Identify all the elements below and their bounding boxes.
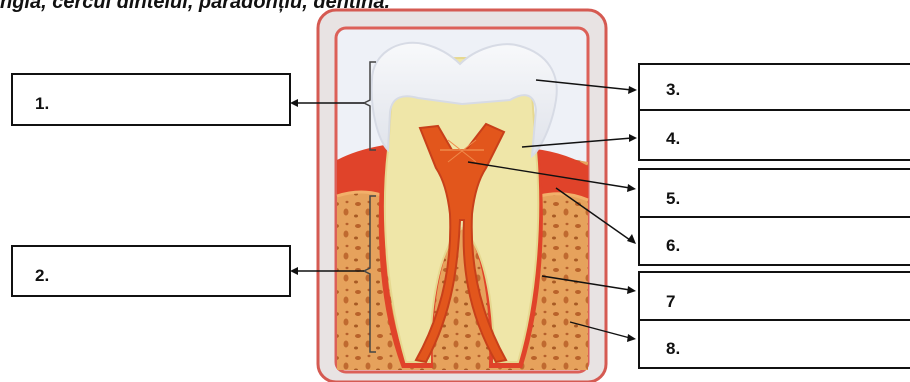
answer-box-8[interactable]: 8. xyxy=(638,319,910,369)
answer-box-5[interactable]: 5. xyxy=(638,168,910,218)
label-5: 5. xyxy=(666,189,680,209)
answer-box-4[interactable]: 4. xyxy=(638,109,910,161)
answer-box-2[interactable]: 2. xyxy=(11,245,291,297)
arrowhead-7 xyxy=(627,286,636,294)
label-4: 4. xyxy=(666,129,680,149)
arrowhead-4 xyxy=(629,134,637,142)
answer-box-1[interactable]: 1. xyxy=(11,73,291,126)
label-2: 2. xyxy=(35,266,49,286)
arrowhead-8 xyxy=(627,334,636,342)
arrowhead-3 xyxy=(628,86,637,94)
label-3: 3. xyxy=(666,80,680,100)
answer-box-7[interactable]: 7 xyxy=(638,271,910,321)
answer-box-3[interactable]: 3. xyxy=(638,63,910,111)
arrowhead-1 xyxy=(290,99,298,107)
label-1: 1. xyxy=(35,94,49,114)
label-7: 7 xyxy=(666,292,675,312)
arrowhead-2 xyxy=(290,267,298,275)
arrowhead-5 xyxy=(627,184,636,192)
answer-box-6[interactable]: 6. xyxy=(638,216,910,266)
label-6: 6. xyxy=(666,236,680,256)
label-8: 8. xyxy=(666,339,680,359)
